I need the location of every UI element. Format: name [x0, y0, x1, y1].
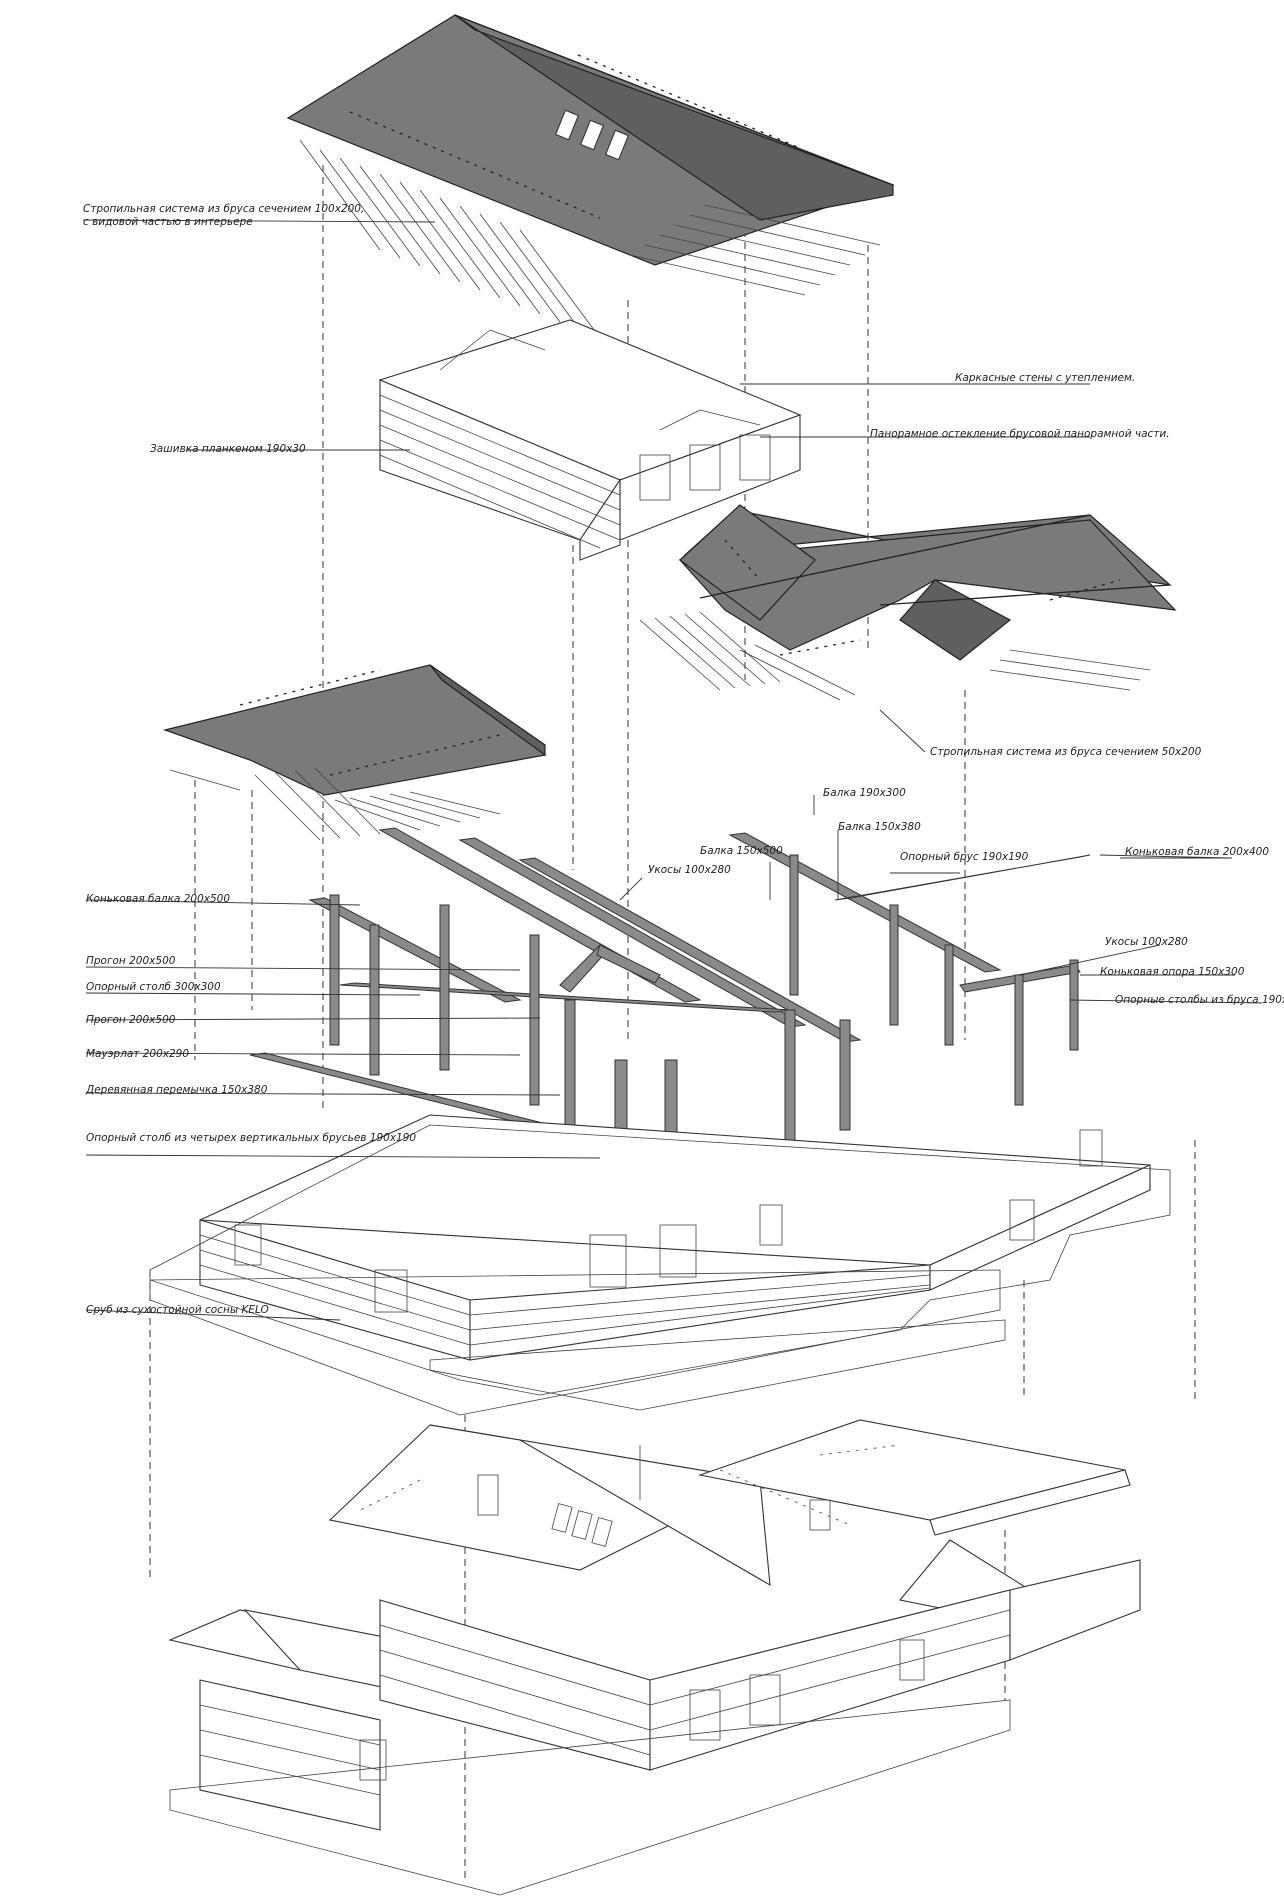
timber-frame	[249, 827, 1091, 1181]
label-log-house: Сруб из сухостойной сосны KELO	[86, 1304, 269, 1316]
label-beam-150x380: Балка 150х380	[838, 821, 921, 833]
left-roof	[162, 664, 547, 841]
label-post-four-beams: Опорный столб из четырех вертикальных бр…	[86, 1132, 416, 1144]
label-rafters-main-1: Стропильная система из бруса сечением 10…	[83, 203, 364, 215]
label-rafters-main-2: с видовой частью в интерьере	[83, 216, 253, 228]
leader-lines	[82, 219, 1263, 1321]
label-purlin-a: Прогон 200х500	[86, 955, 176, 967]
label-purlin-b: Прогон 200х500	[86, 1014, 176, 1026]
right-roof	[639, 504, 1177, 701]
top-roof	[286, 14, 895, 339]
label-ridge-support: Коньковая опора 150х300	[1100, 966, 1245, 978]
assembled-house	[168, 1419, 1141, 1896]
label-lintel: Деревянная перемычка 150х380	[85, 1084, 268, 1096]
label-ridge-beam-200x400: Коньковая балка 200х400	[1125, 846, 1269, 858]
label-frame-walls: Каркасные стены с утеплением.	[955, 372, 1135, 384]
label-beam-150x500: Балка 150х500	[700, 845, 783, 857]
label-mauerlat: Мауэрлат 200х290	[86, 1048, 189, 1060]
label-support-posts-190x380: Опорные столбы из бруса 190х380	[1115, 994, 1284, 1006]
label-braces-right: Укосы 100х280	[1105, 936, 1188, 948]
frame-walls-module	[378, 319, 802, 561]
label-panoramic-glazing: Панорамное остекление брусовой панорамно…	[870, 428, 1170, 440]
label-plank-cladding: Зашивка планкеном 190х30	[150, 443, 306, 455]
label-beam-190x300: Балка 190х300	[823, 787, 906, 799]
labels: Стропильная система из бруса сечением 10…	[83, 203, 1284, 1316]
label-ridge-beam-200x500: Коньковая балка 200х500	[86, 893, 230, 905]
log-house-exploded	[149, 1114, 1171, 1416]
label-braces-top: Укосы 100х280	[648, 864, 731, 876]
label-rafters-50x200: Стропильная система из бруса сечением 50…	[930, 746, 1202, 758]
label-support-beam-190: Опорный брус 190х190	[900, 851, 1029, 863]
label-support-post-300: Опорный столб 300х300	[86, 981, 221, 993]
